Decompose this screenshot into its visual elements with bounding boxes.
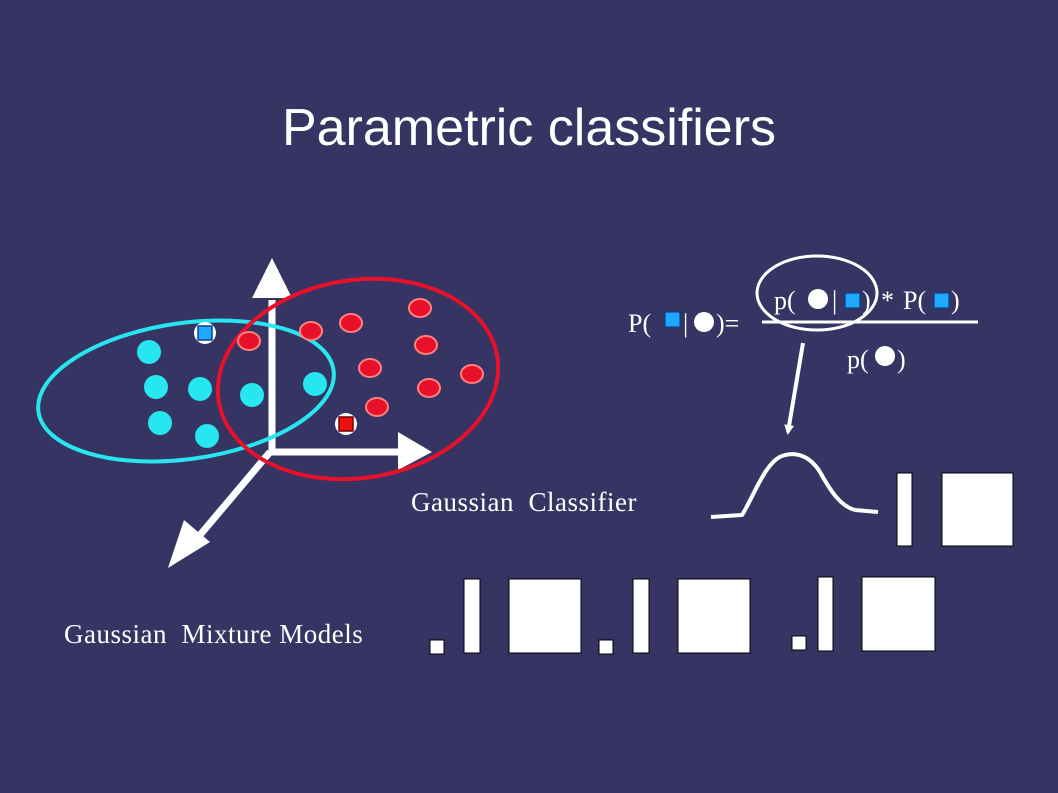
cyan-point <box>240 383 264 407</box>
weight-square <box>598 639 614 655</box>
cyan-point <box>144 375 168 399</box>
weight-square <box>429 639 445 655</box>
likelihood-arrow <box>784 342 805 435</box>
cyan-point <box>195 424 219 448</box>
red-point <box>408 298 432 318</box>
likelihood-highlight-ellipse <box>755 254 879 332</box>
red-point <box>460 364 484 384</box>
mixture-component <box>429 578 582 655</box>
covariance-square <box>861 576 936 652</box>
prior-open: P( <box>903 286 927 315</box>
class-square-icon <box>664 311 681 328</box>
red-point <box>417 378 441 398</box>
red-point <box>339 313 363 333</box>
gaussian-curve <box>710 452 879 519</box>
axes <box>168 258 432 568</box>
gaussian-classifier-label: Gaussian Classifier <box>411 487 637 517</box>
cyan-point <box>148 411 172 435</box>
test-point-blue <box>194 322 216 344</box>
red-point <box>299 321 323 341</box>
posterior-open: P( <box>628 309 652 338</box>
likelihood-separator: | <box>832 286 838 315</box>
cyan-point <box>188 377 212 401</box>
class-square-icon <box>933 292 950 309</box>
times-sign: * <box>881 286 894 315</box>
gaussian-mixture-models-label: Gaussian Mixture Models <box>64 619 364 649</box>
mean-bar <box>463 578 481 654</box>
mixture-component <box>791 576 936 652</box>
observation-circle-icon <box>875 346 895 366</box>
posterior-close: )= <box>716 309 740 338</box>
class-square-icon <box>844 292 861 309</box>
mean-bar <box>632 578 650 654</box>
slide-title: Parametric classifiers <box>281 99 777 157</box>
red-point <box>358 358 382 378</box>
covariance-square <box>508 578 582 654</box>
red-point <box>414 335 438 355</box>
axis-z-arrowhead <box>168 520 210 568</box>
evidence-close: ) <box>897 345 906 374</box>
prior-close: ) <box>951 286 960 315</box>
red-point <box>237 331 261 351</box>
mean-bar <box>817 576 834 652</box>
mixture-component <box>598 578 751 655</box>
covariance-square <box>941 472 1014 547</box>
cyan-point <box>303 372 327 396</box>
axis-z <box>197 449 273 538</box>
observation-circle-icon <box>694 312 714 332</box>
likelihood-close: ) <box>862 286 871 315</box>
evidence-open: p( <box>847 345 869 374</box>
cyan-class-ellipse <box>36 318 336 464</box>
red-class-points <box>237 298 484 417</box>
posterior-separator: | <box>683 309 689 338</box>
axis-x-arrowhead <box>398 432 432 470</box>
cyan-class-points <box>137 340 327 448</box>
formula-icons <box>664 289 950 366</box>
cyan-point <box>137 340 161 364</box>
red-class-ellipse <box>215 276 501 482</box>
covariance-square <box>677 578 751 654</box>
axis-y-arrowhead <box>252 258 292 298</box>
variance-bar <box>896 472 913 547</box>
red-point <box>365 397 389 417</box>
weight-square <box>791 635 807 651</box>
test-point-red <box>335 413 357 435</box>
likelihood-open: p( <box>774 286 796 315</box>
observation-circle-icon <box>808 289 828 309</box>
